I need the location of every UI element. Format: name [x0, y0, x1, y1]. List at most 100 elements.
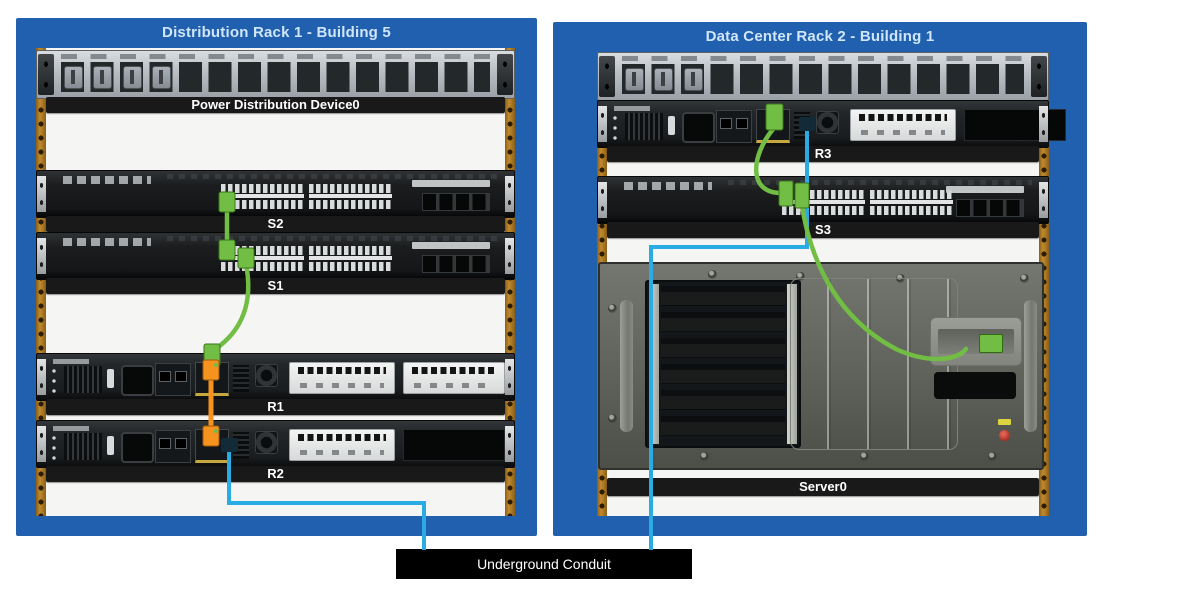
port-bank[interactable] [221, 246, 304, 271]
port-bank[interactable] [309, 246, 392, 271]
server-handle [620, 300, 633, 432]
console-ports[interactable] [716, 110, 752, 143]
pdu-outlets [622, 64, 1024, 94]
reset-button[interactable] [816, 111, 839, 134]
port-bank[interactable] [309, 184, 392, 209]
model-text [53, 426, 89, 431]
sfp-ports[interactable] [956, 199, 1024, 217]
server-handle [1024, 300, 1037, 432]
mount-ear [598, 182, 607, 218]
rack-rail-right [1039, 52, 1049, 516]
mount-ear [37, 176, 46, 212]
sfp-ports[interactable] [422, 193, 490, 211]
screw [708, 270, 717, 279]
conduit-label: Underground Conduit [477, 556, 611, 572]
rack-title: Data Center Rack 2 - Building 1 [705, 28, 935, 45]
mount-ear [598, 106, 607, 142]
vent-grille [625, 113, 663, 140]
device-switch-s1[interactable] [36, 232, 515, 280]
rack-rail-right [505, 48, 515, 516]
device-switch-s2[interactable] [36, 170, 515, 218]
mount-ear [505, 359, 514, 395]
device-label: S2 [46, 216, 505, 232]
device-power-distribution[interactable] [597, 52, 1049, 101]
console-ports[interactable] [155, 430, 191, 463]
ethernet-ports[interactable] [756, 109, 790, 143]
device-router-r2[interactable] [36, 420, 515, 468]
power-switch[interactable] [107, 369, 114, 388]
mount-ear [37, 238, 46, 274]
power-plug [684, 68, 703, 91]
device-router-r1[interactable] [36, 353, 515, 401]
model-strip [946, 186, 1024, 193]
pdu-outlet-labels [61, 54, 490, 59]
io-panel [930, 317, 1022, 366]
mount-ear [505, 426, 514, 462]
rack-distribution-building5: Distribution Rack 1 - Building 5 Power D… [16, 18, 537, 536]
power-inlet [121, 432, 154, 463]
mount-ear [1039, 106, 1048, 142]
power-plug [654, 68, 673, 91]
reset-button[interactable] [255, 364, 278, 387]
status-led [998, 419, 1011, 425]
underground-conduit[interactable]: Underground Conduit [396, 549, 692, 579]
mount-ear [1039, 182, 1048, 218]
device-router-r3[interactable] [597, 100, 1066, 148]
ethernet-ports[interactable] [195, 362, 229, 396]
vent-grille [233, 432, 249, 459]
power-plug [152, 66, 171, 89]
pdu-endcap [599, 56, 615, 97]
rack-interior: Power Distribution Device0 S2 [36, 48, 515, 516]
rack-title: Distribution Rack 1 - Building 5 [162, 24, 391, 41]
device-label: Server0 [607, 478, 1039, 496]
device-label: R3 [607, 146, 1039, 162]
pdu-endcap [38, 54, 54, 95]
device-switch-s3[interactable] [597, 176, 1049, 224]
power-inlet [121, 365, 154, 396]
interface-card [850, 109, 956, 141]
device-server0[interactable] [598, 262, 1044, 470]
vent-pattern [728, 180, 1032, 185]
power-switch[interactable] [668, 116, 675, 135]
power-plug [123, 66, 142, 89]
device-label: S3 [607, 222, 1039, 238]
device-label: S1 [46, 278, 505, 294]
rack-interior: R3 S3 [597, 52, 1066, 516]
indicator-leds [49, 434, 59, 462]
power-switch[interactable] [107, 436, 114, 455]
power-inlet [682, 112, 715, 143]
indicator-leds [49, 367, 59, 395]
rack-rail-left [36, 48, 46, 516]
ethernet-port[interactable] [979, 334, 1003, 353]
console-ports[interactable] [155, 363, 191, 396]
power-plug [625, 68, 644, 91]
indicator-leds [610, 114, 620, 142]
drive-bay [645, 280, 801, 448]
sfp-ports[interactable] [422, 255, 490, 273]
screw [1020, 274, 1029, 283]
vent-grille [64, 366, 102, 393]
screw [608, 304, 617, 313]
vent-grille [794, 112, 810, 139]
drive-trays [661, 286, 785, 442]
port-bank[interactable] [782, 190, 865, 215]
ethernet-ports[interactable] [195, 429, 229, 463]
port-bank[interactable] [221, 184, 304, 209]
pdu-endcap [1031, 56, 1047, 97]
device-power-distribution-0[interactable] [36, 50, 515, 99]
port-bank[interactable] [870, 190, 953, 215]
pdu-endcap [497, 54, 513, 95]
model-strip [412, 180, 490, 187]
mount-ear [505, 176, 514, 212]
vent-grille [233, 365, 249, 392]
device-label: Power Distribution Device0 [46, 97, 505, 113]
screw [700, 452, 709, 461]
expansion-slot [934, 372, 1016, 399]
model-text [614, 106, 650, 111]
screw [988, 452, 997, 461]
model-text [624, 182, 712, 190]
reset-button[interactable] [255, 431, 278, 454]
mount-ear [37, 359, 46, 395]
power-button[interactable] [999, 430, 1010, 441]
